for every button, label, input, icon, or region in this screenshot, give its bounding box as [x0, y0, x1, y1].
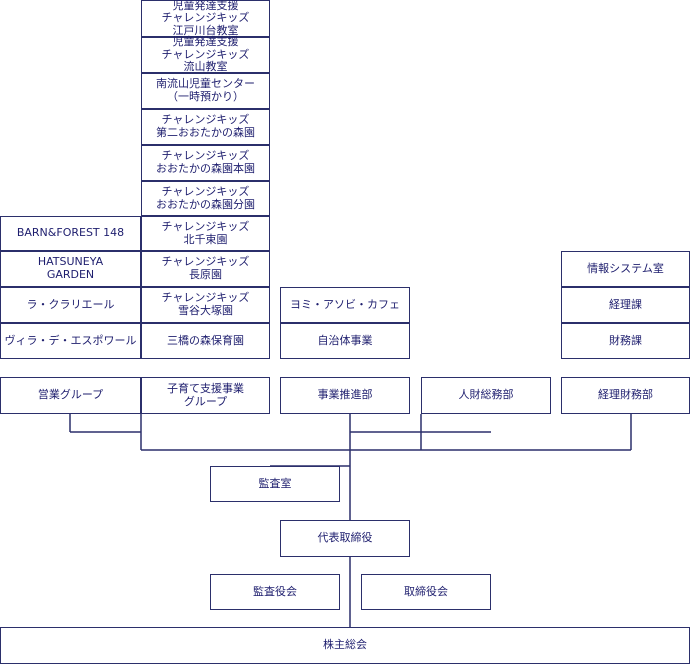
board-of-directors: 取締役会: [361, 574, 491, 610]
sales-item-hatsuneya-garden: HATSUNEYA GARDEN: [0, 251, 141, 287]
shareholders-meeting: 株主総会: [0, 627, 690, 664]
childcare-item-nagareyama: 児童発達支援 チャレンジキッズ 流山教室: [141, 35, 270, 73]
childcare-item-minami-nagareyama: 南流山児童センター （一時預かり）: [141, 73, 270, 109]
sales-item-la-clariere: ラ・クラリエール: [0, 287, 141, 323]
childcare-item-mitsuhashi-no-mori: 三橋の森保育園: [141, 323, 270, 359]
dept-sales-group: 営業グループ: [0, 377, 141, 414]
business-item-municipal: 自治体事業: [280, 323, 410, 359]
dept-finance: 経理財務部: [561, 377, 690, 414]
childcare-item-otakanomori-branch: チャレンジキッズ おおたかの森園分園: [141, 181, 270, 216]
childcare-item-daini-otakanomori: チャレンジキッズ 第二おおたかの森園: [141, 109, 270, 145]
childcare-item-otakanomori-main: チャレンジキッズ おおたかの森園本園: [141, 145, 270, 181]
childcare-item-edogawadai: 児童発達支援 チャレンジキッズ 江戸川台教室: [141, 0, 270, 37]
childcare-item-yukigaya-otsuka: チャレンジキッズ 雪谷大塚園: [141, 287, 270, 323]
audit-office: 監査室: [210, 466, 340, 502]
finance-item-it-systems: 情報システム室: [561, 251, 690, 287]
dept-childcare-group: 子育て支援事業 グループ: [141, 377, 270, 414]
sales-item-villa-des-espoir: ヴィラ・デ・エスポワール: [0, 323, 141, 359]
dept-business-promotion: 事業推進部: [280, 377, 410, 414]
sales-item-barn-forest: BARN&FOREST 148: [0, 216, 141, 251]
representative-director: 代表取締役: [280, 520, 410, 557]
business-item-yomi-asobi-cafe: ヨミ・アソビ・カフェ: [280, 287, 410, 323]
finance-item-finance-section: 財務課: [561, 323, 690, 359]
childcare-item-nagahara: チャレンジキッズ 長原園: [141, 251, 270, 287]
finance-item-accounting: 経理課: [561, 287, 690, 323]
childcare-item-kitasenzoku: チャレンジキッズ 北千束園: [141, 216, 270, 251]
dept-hr-general-affairs: 人財総務部: [421, 377, 551, 414]
board-of-auditors: 監査役会: [210, 574, 340, 610]
